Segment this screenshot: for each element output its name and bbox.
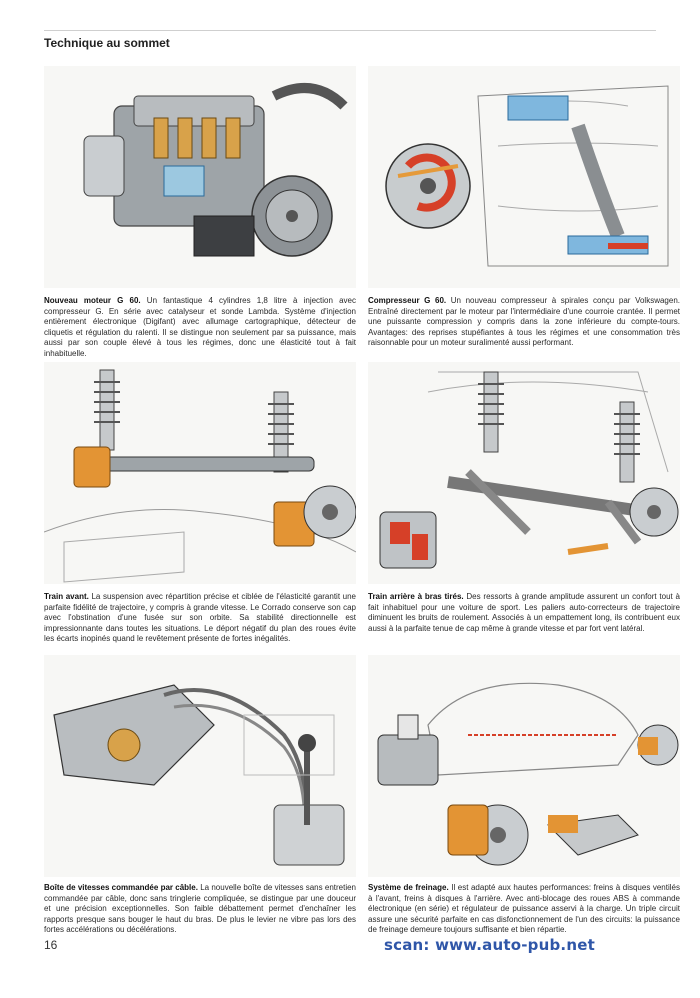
scan-credit: scan: www.auto-pub.net — [384, 936, 595, 954]
brakes-caption: Système de freinage. Il est adapté aux h… — [368, 883, 680, 936]
gearbox-heading: Boîte de vitesses commandée par câble. — [44, 883, 198, 892]
panel-front-axle: Train avant. La suspension avec répartit… — [44, 362, 356, 652]
rear-axle-illustration — [368, 362, 680, 584]
gearbox-caption: Boîte de vitesses commandée par câble. L… — [44, 883, 356, 936]
compressor-caption: Compresseur G 60. Un nouveau compresseur… — [368, 296, 680, 349]
engine-caption: Nouveau moteur G 60. Un fantastique 4 cy… — [44, 296, 356, 360]
scan-site-link[interactable]: www.auto-pub.net — [435, 936, 595, 954]
engine-text: Un fantastique 4 cylindres 1,8 litre à i… — [44, 296, 356, 358]
gearbox-illustration — [44, 655, 356, 877]
front-axle-heading: Train avant. — [44, 592, 89, 601]
brakes-heading: Système de freinage. — [368, 883, 449, 892]
panel-engine: Nouveau moteur G 60. Un fantastique 4 cy… — [44, 66, 356, 358]
compressor-heading: Compresseur G 60. — [368, 296, 447, 305]
panel-compressor: Compresseur G 60. Un nouveau compresseur… — [368, 66, 680, 356]
rear-axle-heading: Train arrière à bras tirés. — [368, 592, 464, 601]
rear-axle-text: Des ressorts à grande amplitude assurent… — [368, 592, 680, 633]
gearbox-text: La nouvelle boîte de vitesses sans entre… — [44, 883, 357, 935]
page-number: 16 — [44, 938, 58, 952]
brakes-text: Il est adapté aux hautes performances: f… — [368, 883, 680, 935]
scan-label: scan: — [384, 936, 430, 954]
compressor-illustration — [368, 66, 680, 288]
front-axle-caption: Train avant. La suspension avec répartit… — [44, 592, 356, 645]
compressor-text: Un nouveau compresseur à spirales conçu … — [368, 296, 680, 348]
top-rule — [44, 30, 656, 31]
page-title: Technique au sommet — [44, 36, 170, 50]
front-axle-text: La suspension avec répartition précise e… — [44, 592, 356, 644]
engine-illustration — [44, 66, 356, 288]
panel-brakes: Système de freinage. Il est adapté aux h… — [368, 655, 680, 935]
front-axle-illustration — [44, 362, 356, 584]
rear-axle-caption: Train arrière à bras tirés. Des ressorts… — [368, 592, 680, 634]
panel-gearbox: Boîte de vitesses commandée par câble. L… — [44, 655, 356, 935]
brakes-illustration — [368, 655, 680, 877]
panel-rear-axle: Train arrière à bras tirés. Des ressorts… — [368, 362, 680, 652]
engine-heading: Nouveau moteur G 60. — [44, 296, 141, 305]
